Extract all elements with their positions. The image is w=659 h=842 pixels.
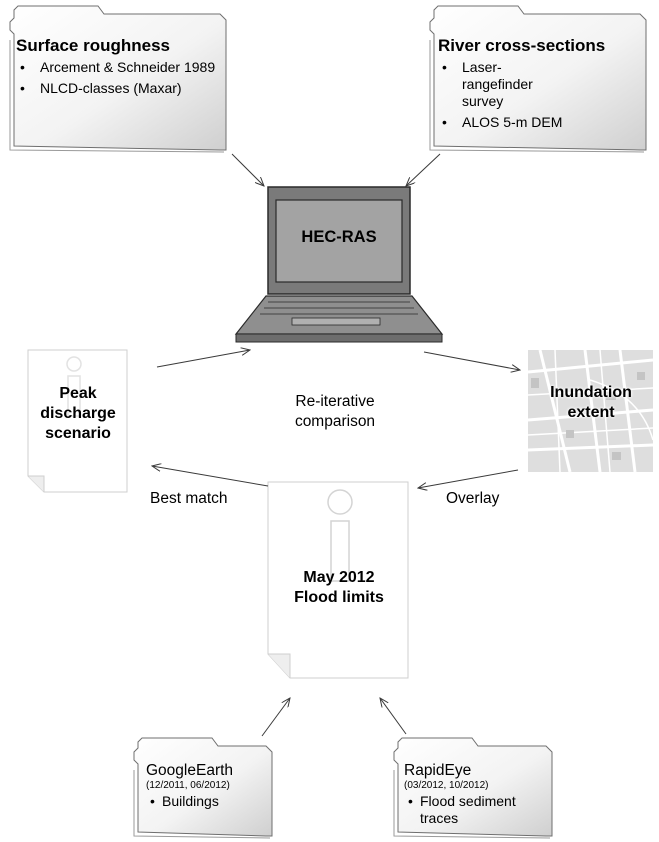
river-cross-sections-item-1: Laser-rangefinder survey	[438, 59, 572, 110]
arrow-hecras-to-inundation	[423, 351, 520, 370]
document-peak-discharge-icon	[27, 349, 128, 493]
hecras-label: HEC-RAS	[301, 228, 377, 246]
rapideye-title: RapidEye	[404, 762, 472, 779]
folder-surface-roughness: Surface roughness Arcement & Schneider 1…	[16, 36, 221, 97]
inundation-label: Inundation extent	[550, 384, 632, 421]
surface-roughness-item-2: NLCD-classes (Maxar)	[16, 80, 221, 97]
google-earth-item-1: Buildings	[146, 793, 270, 810]
laptop-icon	[234, 186, 444, 343]
arrow-peak-to-hecras	[156, 350, 250, 368]
flood-limits-line-1: May 2012	[303, 569, 375, 586]
rapideye-dates: (03/2012, 10/2012)	[404, 780, 489, 791]
flood-limits-line-2: Flood limits	[294, 589, 384, 606]
surface-roughness-title: Surface roughness	[16, 36, 170, 55]
best-match-label: Best match	[150, 490, 228, 507]
folder-google-earth: GoogleEarth (12/2011, 06/2012) Buildings	[146, 762, 270, 810]
arrow-flood-limits-to-peak	[152, 466, 269, 487]
arrow-inundation-to-flood-limits	[418, 469, 519, 488]
arrow-cross-sections-to-hecras	[406, 153, 441, 186]
river-cross-sections-item-2: ALOS 5-m DEM	[438, 114, 643, 131]
document-flood-limits-icon	[267, 481, 409, 679]
arrow-rapideye-to-flood-limits	[380, 698, 407, 735]
surface-roughness-item-1: Arcement & Schneider 1989	[16, 59, 221, 76]
rapideye-item-1: Flood sediment traces	[404, 793, 540, 827]
google-earth-title: GoogleEarth	[146, 762, 234, 779]
arrow-googleearth-to-flood-limits	[261, 698, 290, 737]
folder-rapideye: RapidEye (03/2012, 10/2012) Flood sedime…	[404, 762, 550, 827]
reiterative-comparison-label: Re-iterative comparison	[270, 392, 400, 432]
reiterative-line-1: Re-iterative	[295, 393, 375, 410]
inundation-map-image	[527, 349, 654, 473]
reiterative-line-2: comparison	[294, 413, 376, 430]
google-earth-dates: (12/2011, 06/2012)	[146, 780, 230, 791]
overlay-label: Overlay	[446, 490, 500, 507]
folder-surface-roughness-icon	[9, 5, 227, 153]
peak-discharge-label: Peak discharge scenario	[40, 385, 116, 442]
folder-river-cross-sections: River cross-sections Laser-rangefinder s…	[438, 36, 643, 131]
flood-limits-label: May 2012 Flood limits	[278, 568, 400, 608]
arrow-roughness-to-hecras	[231, 153, 264, 186]
river-cross-sections-title: River cross-sections	[438, 36, 606, 55]
folder-google-earth-icon	[133, 737, 273, 839]
